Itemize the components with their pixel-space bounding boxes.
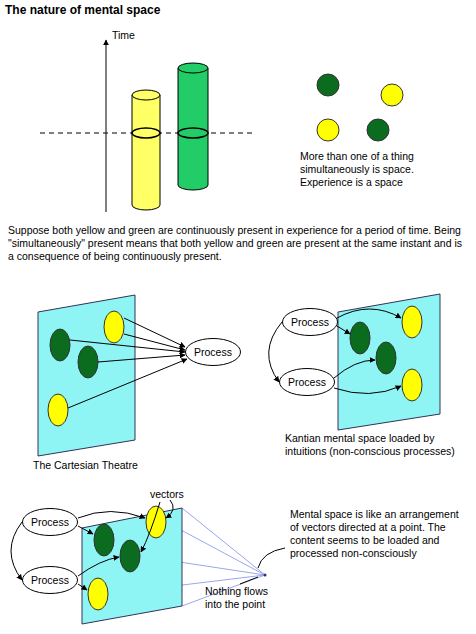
load-arrow: [78, 557, 119, 576]
cylinder-top: [132, 90, 160, 100]
green-cylinder: [178, 68, 208, 190]
ellipse-shape: [23, 567, 78, 594]
ellipse-shape: [23, 509, 78, 536]
leader-line: [240, 577, 258, 584]
axis-label: Time: [112, 29, 135, 42]
yellow-circle: [402, 369, 422, 401]
leader-line: [166, 500, 173, 518]
note-text: Mental space is like an arrangement of v…: [290, 508, 470, 560]
load-arrow: [334, 386, 401, 394]
load-arrow: [337, 326, 350, 334]
focal-point: [264, 574, 267, 577]
green-circle: [50, 329, 70, 361]
panel-caption: Kantian mental space loaded by intuition…: [285, 432, 470, 458]
green-circle: [78, 346, 98, 378]
process-connector: [269, 322, 282, 382]
process-ellipse: Process: [22, 566, 78, 594]
flow-arrow: [98, 355, 185, 362]
yellow-circle: [88, 578, 108, 610]
cylinder-ring: [178, 128, 208, 138]
cylinder-ring: [132, 128, 160, 138]
node-text: Process: [194, 346, 232, 358]
flow-arrow: [68, 359, 187, 408]
ellipse-shape: [280, 369, 335, 396]
vector-line: [182, 508, 265, 575]
callout-label: vectors: [150, 488, 184, 501]
load-arrow: [78, 526, 93, 534]
time-axis: [106, 40, 107, 212]
process-connector: [11, 522, 22, 580]
green-circle: [367, 119, 389, 141]
load-arrow: [78, 584, 87, 590]
diagram-title: The nature of mental space: [5, 3, 160, 18]
mental-panel: [82, 508, 182, 624]
flow-arrow: [124, 318, 185, 347]
yellow-circle: [381, 84, 403, 106]
node-text: Process: [31, 574, 69, 586]
node-text: Process: [31, 516, 69, 528]
mental-panel: [338, 294, 440, 430]
mental-panel: [38, 295, 135, 456]
process-ellipse: Process: [185, 338, 241, 366]
green-circle: [376, 342, 396, 374]
leader-line: [141, 502, 160, 552]
load-arrow: [337, 309, 401, 318]
panel-caption: The Cartesian Theatre: [33, 459, 138, 472]
load-arrow: [334, 360, 375, 378]
green-circle: [94, 524, 114, 556]
yellow-circle: [402, 306, 422, 338]
leader-line: [258, 548, 285, 568]
note-text: More than one of a thing simultaneously …: [300, 150, 468, 189]
ellipse-shape: [283, 309, 338, 336]
flow-arrow: [70, 340, 185, 352]
yellow-circle: [317, 119, 339, 141]
callout-label: Nothing flows into the point: [205, 585, 271, 611]
load-arrow: [78, 512, 145, 519]
yellow-circle: [104, 311, 124, 343]
node-text: Process: [288, 376, 326, 388]
explanation-text: Suppose both yellow and green are contin…: [8, 224, 470, 263]
process-ellipse: Process: [22, 508, 78, 536]
process-ellipse: Process: [282, 308, 338, 336]
process-ellipse: Process: [279, 368, 335, 396]
node-text: Process: [291, 316, 329, 328]
green-circle: [317, 74, 339, 96]
yellow-circle: [48, 394, 68, 426]
green-circle: [120, 540, 140, 572]
green-circle: [350, 322, 370, 354]
cylinder-top: [178, 63, 208, 73]
flow-arrow: [124, 334, 185, 350]
yellow-cylinder: [132, 95, 160, 210]
ellipse-shape: [186, 339, 241, 366]
